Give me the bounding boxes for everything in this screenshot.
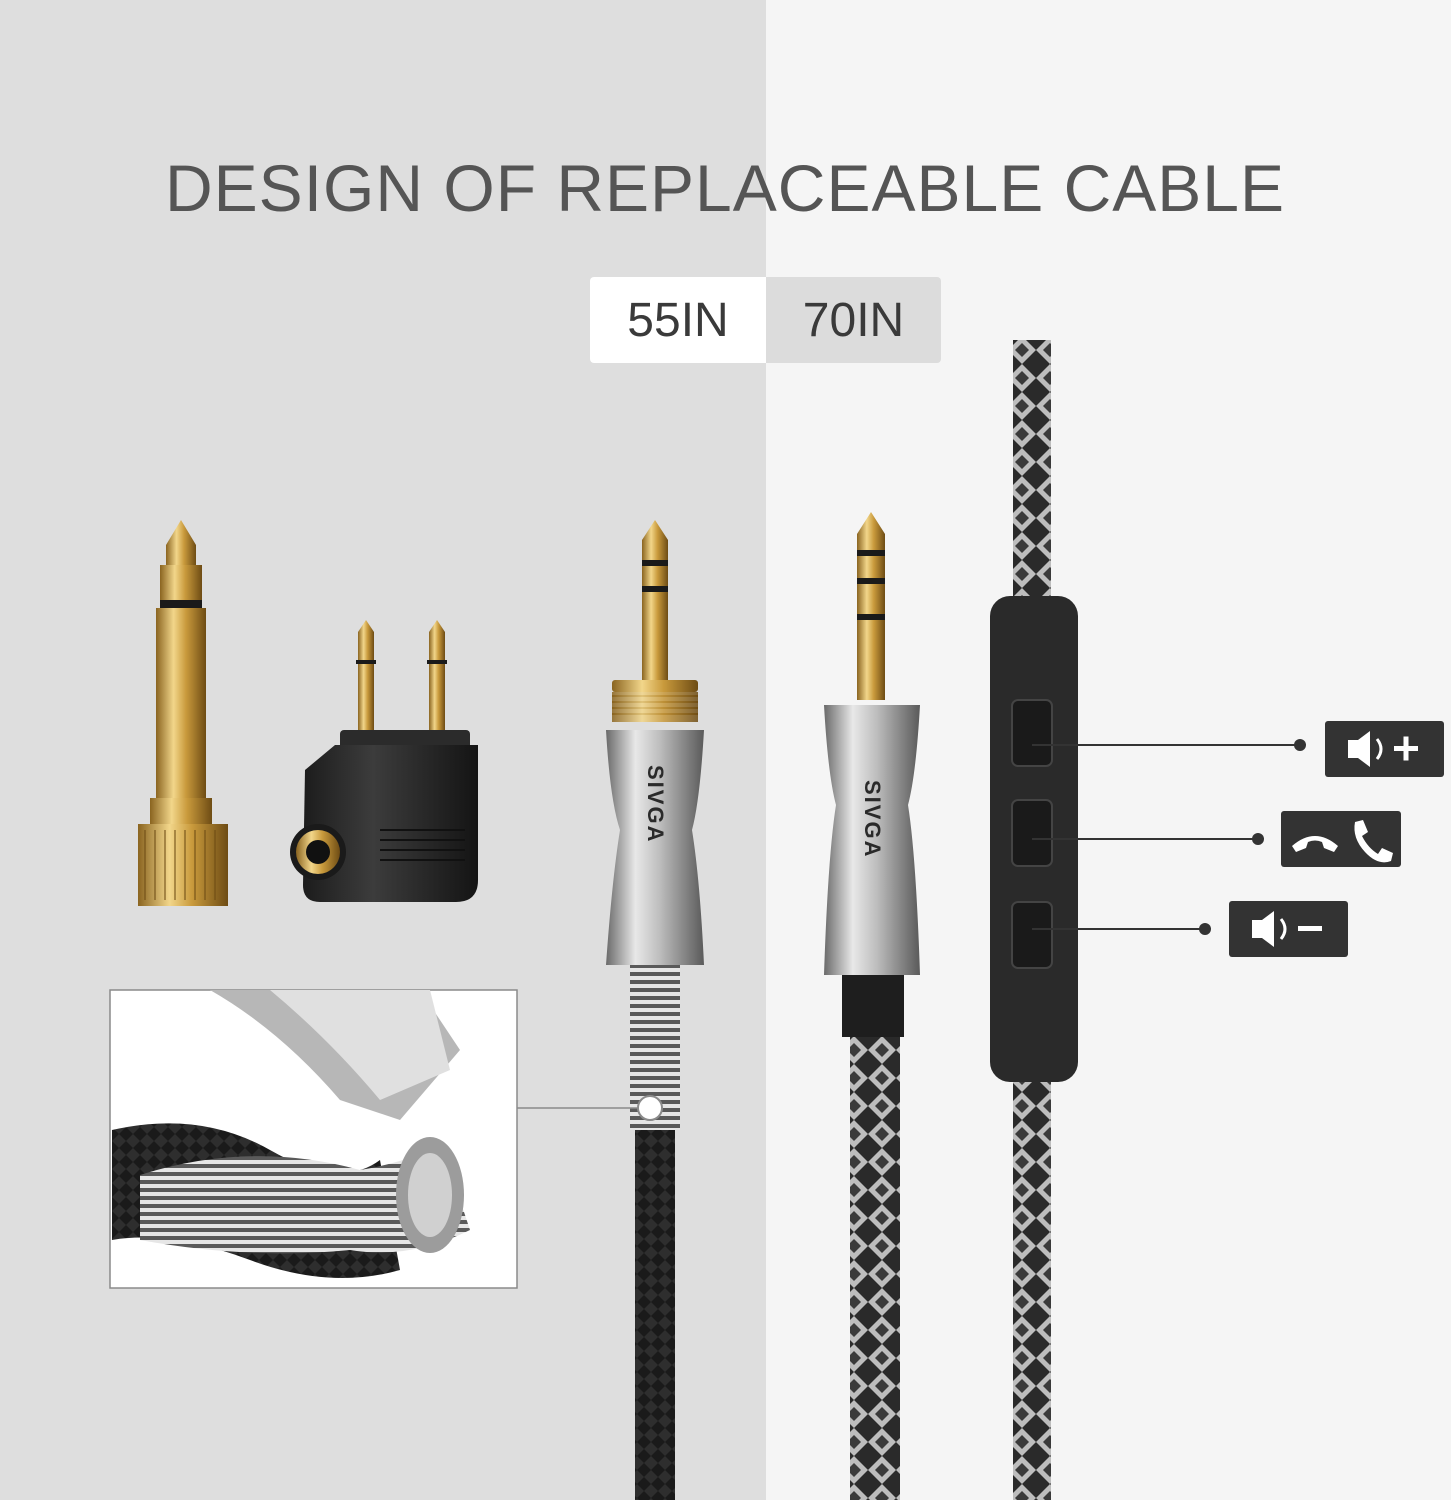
remote-call-button[interactable]: [1011, 799, 1053, 867]
call-label: [1281, 811, 1401, 867]
hang-up-icon: [1292, 836, 1338, 852]
speaker-minus-icon: [1252, 911, 1322, 947]
airplane-adapter: [290, 620, 478, 902]
page-title: DESIGN OF REPLACEABLE CABLE: [164, 151, 1286, 225]
speaker-plus-icon: [1348, 731, 1418, 767]
cable-70in-plug: SIVGA: [824, 512, 920, 1500]
length-option-70in[interactable]: 70IN: [766, 277, 941, 363]
phone-icon: [1354, 820, 1393, 863]
volume-up-label: [1325, 721, 1444, 777]
brand-mark-70in: SIVGA: [860, 780, 885, 858]
quarter-inch-adapter: [138, 520, 228, 906]
callout-dot-call: [1252, 833, 1264, 845]
remote-volume-up-button[interactable]: [1011, 699, 1053, 767]
spring-detail-inset: [109, 989, 518, 1289]
cable-55in-plug: SIVGA: [606, 520, 704, 1500]
length-selector: 55IN 70IN: [590, 277, 941, 363]
remote-cable: [990, 340, 1078, 1500]
remote-callout-lines: [1032, 744, 1300, 930]
callout-dot-volume-down: [1199, 923, 1211, 935]
length-option-55in[interactable]: 55IN: [590, 277, 766, 363]
remote-volume-down-button[interactable]: [1011, 901, 1053, 969]
brand-mark-55in: SIVGA: [643, 765, 668, 843]
inset-callout-dot: [637, 1095, 663, 1121]
volume-down-label: [1229, 901, 1348, 957]
callout-dot-volume-up: [1294, 739, 1306, 751]
